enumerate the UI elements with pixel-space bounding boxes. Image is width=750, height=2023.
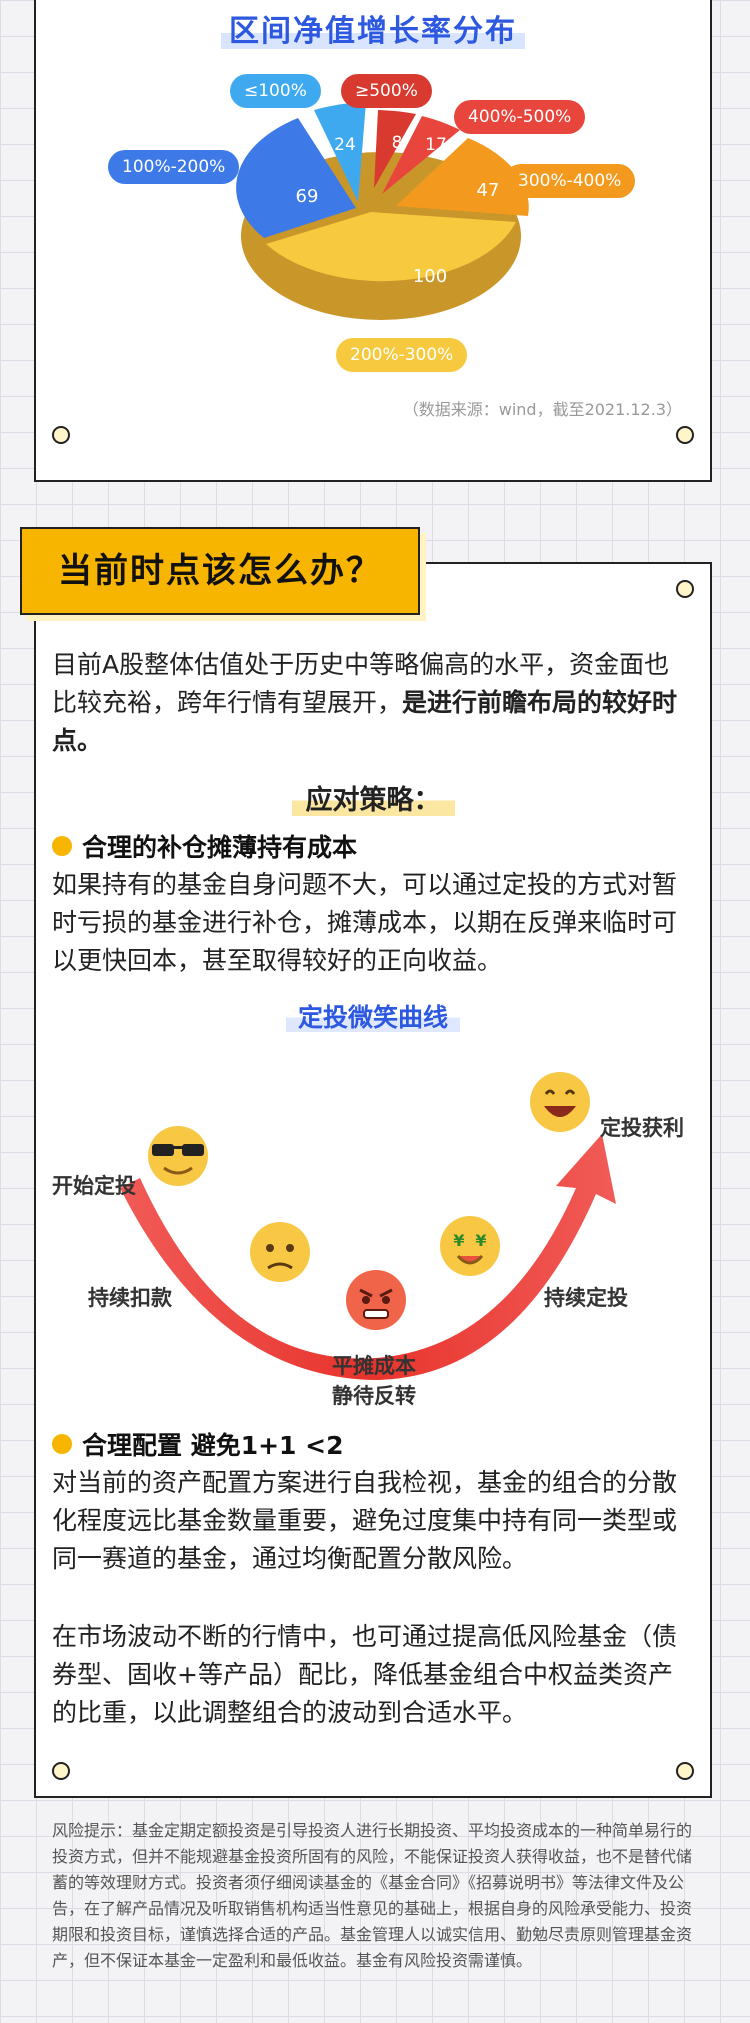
legend-le100: ≤100%	[230, 74, 321, 108]
corner-dot	[676, 426, 694, 444]
curve-title: 定投微笑曲线	[36, 998, 710, 1034]
curve-label-bottom2: 静待反转	[332, 1384, 416, 1408]
pie-value-ge500: 8	[392, 133, 403, 153]
bullet-dot	[52, 1434, 72, 1454]
curve-label-start: 开始定投	[52, 1174, 136, 1198]
pie-value-200-300: 100	[413, 266, 447, 287]
bullet-text-1: 如果持有的基金自身问题不大，可以通过定投的方式对暂时亏损的基金进行补仓，摊薄成本…	[52, 870, 678, 975]
bullet-title-2: 合理配置 避免1+1 <2	[52, 1426, 344, 1462]
chart-title: 区间净值增长率分布	[36, 6, 710, 50]
data-source: （数据来源：wind，截至2021.12.3）	[402, 400, 682, 419]
legend-400-500: 400%-500%	[454, 100, 586, 134]
pie-value-le100: 24	[334, 135, 356, 155]
bullet-text-3: 在市场波动不断的行情中，也可通过提高低风险基金（债券型、固收+等产品）配比，降低…	[52, 1622, 678, 1727]
section-title: 当前时点该怎么办？	[20, 527, 420, 615]
pie-slice-100-200	[236, 118, 356, 238]
laughing-emoji-icon	[530, 1072, 590, 1132]
legend-100-200: 100%-200%	[108, 150, 240, 184]
sunglasses-emoji-icon	[148, 1126, 208, 1186]
curve-label-bottom1: 平摊成本	[332, 1354, 416, 1378]
pie-value-300-400: 47	[477, 180, 500, 201]
pie-value-400-500: 17	[425, 135, 447, 155]
pie-chart: 8 17 47 100 69 24	[236, 102, 529, 320]
legend-200-300: 200%-300%	[336, 338, 468, 372]
pie-value-100-200: 69	[296, 186, 319, 207]
strategy-title: 应对策略：	[36, 778, 710, 817]
risk-disclaimer: 风险提示：基金定期定额投资是引导投资人进行长期投资、平均投资成本的一种简单易行的…	[52, 1821, 693, 1970]
curve-arrow	[120, 1134, 616, 1380]
pie-slice-300-400	[396, 138, 529, 216]
pie-slice-400-500	[382, 116, 460, 194]
angry-emoji-icon	[346, 1270, 406, 1330]
corner-dot	[52, 1762, 70, 1780]
curve-label-deduct: 持续扣款	[88, 1286, 172, 1310]
corner-dot	[52, 426, 70, 444]
money-eyes-emoji-icon: ¥ ¥	[440, 1216, 500, 1276]
bullet-dot	[52, 836, 72, 856]
corner-dot	[676, 580, 694, 598]
smile-curve-illustration: ¥ ¥	[120, 1072, 616, 1380]
legend-300-400: 300%-400%	[504, 164, 636, 198]
intro-paragraph: 目前A股整体估值处于历史中等略偏高的水平，资金面也比较充裕，跨年行情有望展开，是…	[52, 650, 678, 755]
bullet-title-1: 合理的补仓摊薄持有成本	[52, 828, 357, 864]
pie-slice-ge500	[374, 110, 416, 188]
pie-slice-le100	[314, 102, 366, 202]
strategy-card: 目前A股整体估值处于历史中等略偏高的水平，资金面也比较充裕，跨年行情有望展开，是…	[34, 562, 712, 1798]
curve-label-continue: 持续定投	[544, 1286, 628, 1310]
corner-dot	[676, 1762, 694, 1780]
legend-ge500: ≥500%	[341, 74, 432, 108]
bullet-text-2: 对当前的资产配置方案进行自我检视，基金的组合的分散化程度远比基金数量重要，避免过…	[52, 1468, 678, 1573]
pie-slice-200-300	[266, 212, 516, 282]
svg-text:¥: ¥	[453, 1231, 464, 1250]
chart-card: 区间净值增长率分布 8 17 47 100 69 24 ≤100% ≥500% …	[34, 0, 712, 482]
svg-text:¥: ¥	[475, 1231, 486, 1250]
worried-emoji-icon	[250, 1222, 310, 1282]
curve-label-profit: 定投获利	[600, 1116, 684, 1140]
